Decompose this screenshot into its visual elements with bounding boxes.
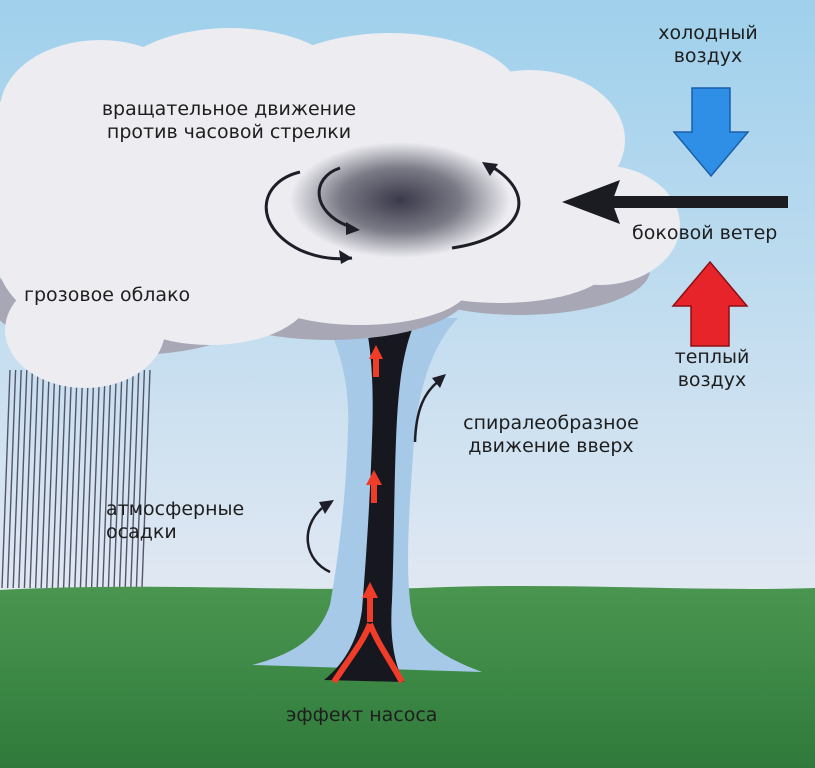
funnel-outer bbox=[252, 318, 482, 672]
spiral-arrow-upper bbox=[413, 379, 441, 443]
cold-air-label: холодный воздух bbox=[638, 22, 778, 68]
spiral-label-line-1: спиралеобразное bbox=[463, 412, 639, 434]
updraft-split-left bbox=[331, 622, 373, 684]
rain-streak bbox=[74, 369, 84, 589]
rain-streak bbox=[135, 369, 146, 589]
rain-streak bbox=[118, 369, 129, 589]
rotation-arrows bbox=[264, 162, 521, 264]
rotation-label-line-2: против часовой стрелки bbox=[106, 121, 352, 143]
updraft-split-right bbox=[367, 622, 405, 684]
precipitation-streaks bbox=[1, 369, 151, 589]
rotation-arrow-outer-left bbox=[264, 170, 353, 261]
rain-streak bbox=[90, 369, 101, 589]
rain-streak bbox=[124, 369, 134, 589]
rain-streak bbox=[113, 369, 123, 589]
rain-streak bbox=[96, 369, 106, 589]
cloud-body bbox=[0, 28, 680, 388]
rain-streak bbox=[141, 369, 151, 589]
pump-effect-label: эффект насоса bbox=[286, 704, 438, 726]
spiral-label: спиралеобразное движение вверх bbox=[446, 412, 656, 458]
vortex-core bbox=[290, 142, 510, 258]
rain-streak bbox=[107, 369, 118, 589]
ground bbox=[0, 586, 815, 768]
rain-streak bbox=[130, 369, 140, 589]
side-wind-arrow-head bbox=[562, 180, 620, 224]
rain-streak bbox=[57, 369, 67, 589]
side-wind-arrow-shaft bbox=[605, 196, 788, 208]
updraft-arrow-middle bbox=[366, 470, 382, 503]
rotation-label: вращательное движение против часовой стр… bbox=[84, 98, 374, 144]
spiral-label-line-2: движение вверх bbox=[468, 435, 634, 457]
updraft-arrows bbox=[331, 345, 405, 684]
warm-air-label: теплый воздух bbox=[642, 346, 782, 392]
cold-air-arrow bbox=[672, 87, 750, 178]
rotation-arrowhead-right bbox=[482, 162, 498, 176]
rain-streak bbox=[68, 369, 78, 589]
spiral-arrows bbox=[306, 374, 446, 574]
spiral-arrow-lower bbox=[306, 507, 331, 574]
updraft-arrow-bottom bbox=[362, 582, 378, 622]
rotation-arrowhead-outer-left bbox=[339, 250, 352, 264]
storm-cloud bbox=[0, 28, 680, 388]
rain-streak bbox=[85, 369, 95, 589]
rain-streak bbox=[51, 369, 62, 589]
rain-streak bbox=[34, 369, 45, 589]
storm-cloud-label: грозовое облако bbox=[24, 284, 191, 306]
precipitation-label-line-1: атмосферные bbox=[106, 498, 245, 520]
side-wind-arrow bbox=[562, 180, 788, 224]
rain-streak bbox=[40, 369, 50, 589]
rotation-arrow-right bbox=[451, 166, 521, 250]
rain-streak bbox=[1, 369, 11, 589]
rain-streak bbox=[29, 369, 39, 589]
warm-air-arrow bbox=[671, 260, 749, 347]
rain-streak bbox=[46, 369, 56, 589]
precipitation-label-line-2: осадки bbox=[106, 521, 177, 543]
rotation-label-line-1: вращательное движение bbox=[101, 98, 357, 120]
rain-streak bbox=[23, 369, 34, 589]
rain-streak bbox=[79, 369, 90, 589]
side-wind-label: боковой ветер bbox=[632, 222, 778, 244]
cold-air-label-line-1: холодный bbox=[658, 22, 758, 44]
cold-air-label-line-2: воздух bbox=[673, 45, 743, 67]
rain-streak bbox=[102, 369, 112, 589]
rain-streak bbox=[12, 369, 22, 589]
spiral-arrowhead-lower bbox=[319, 500, 334, 514]
rain-streak bbox=[18, 369, 28, 589]
rotation-arrow-inner-left bbox=[317, 166, 349, 228]
rain-streak bbox=[62, 369, 73, 589]
warm-air-label-line-2: воздух bbox=[677, 369, 747, 391]
rain-streak bbox=[6, 369, 17, 589]
spiral-arrowhead-upper bbox=[432, 374, 446, 388]
warm-air-label-line-1: теплый bbox=[674, 346, 750, 368]
rotation-arrowhead-inner-left bbox=[346, 222, 360, 235]
updraft-arrow-top bbox=[369, 345, 383, 377]
precipitation-label: атмосферные осадки bbox=[106, 498, 244, 544]
